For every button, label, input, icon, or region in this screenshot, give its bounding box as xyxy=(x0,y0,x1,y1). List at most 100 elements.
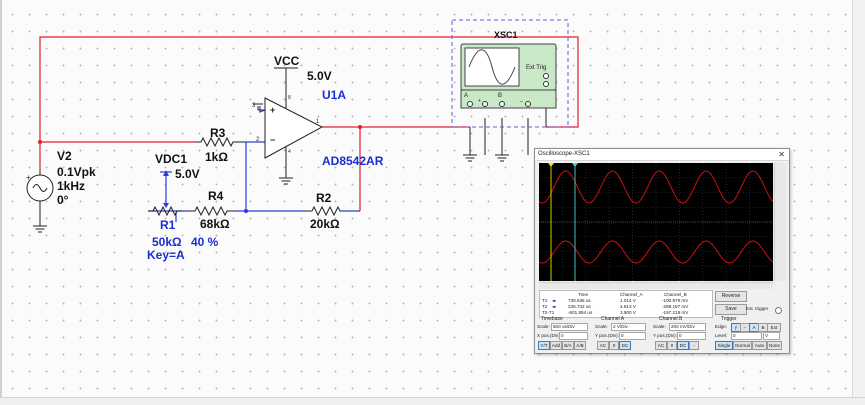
xsc1-a-plus: + xyxy=(478,98,481,104)
opamp-pin-8: 8 xyxy=(288,95,291,101)
vcc-label: VCC xyxy=(274,54,300,68)
screen-vertical-scrollbar[interactable] xyxy=(774,163,786,281)
trigger-level-label: Level: xyxy=(715,333,728,338)
opamp-pin-3: 3 xyxy=(252,103,256,109)
mode-ab-button[interactable]: A/B xyxy=(574,341,586,350)
channel-a-dc-button[interactable]: DC xyxy=(619,341,631,350)
opamp-ref: U1A xyxy=(322,88,347,102)
oscilloscope-traces xyxy=(538,163,774,281)
meas-row-label: T2-T1 xyxy=(542,310,555,315)
xsc1-oscilloscope-symbol[interactable] xyxy=(460,43,557,109)
opamp-pin-4: 4 xyxy=(288,149,291,155)
trigger-level-unit[interactable]: V xyxy=(763,332,780,340)
r1-ref: R1 xyxy=(160,218,176,232)
trigger-title: Trigger xyxy=(721,316,737,322)
channel-b-zero-button[interactable]: 0 xyxy=(667,341,677,350)
opamp-pin-1: 1 xyxy=(316,119,320,125)
ac-source-v2[interactable]: + xyxy=(26,173,54,202)
resistor-r3[interactable] xyxy=(196,136,246,148)
cursor-t1-arrows[interactable]: ◂▸ xyxy=(552,298,557,303)
resistor-r2[interactable] xyxy=(306,205,342,217)
opamp-minus-sign: − xyxy=(270,135,276,145)
v2-ref: V2 xyxy=(57,149,72,163)
meas-header-channel-b: Channel_B xyxy=(664,292,687,297)
timebase-scale-field[interactable]: 500 us/Div xyxy=(551,323,588,331)
v2-amplitude: 0.1Vpk xyxy=(57,165,96,179)
oscilloscope-title: Oscilloscope-XSC1 xyxy=(538,151,590,157)
channel-b-dc-button[interactable]: DC xyxy=(677,341,689,350)
meas-t1-a: 1.014 V xyxy=(620,298,636,303)
close-icon[interactable]: ✕ xyxy=(778,150,785,159)
xsc1-channel-b: B xyxy=(498,93,503,99)
opamp-pin-2: 2 xyxy=(256,137,260,143)
channel-b-minus-button[interactable]: - xyxy=(689,341,699,350)
channel-b-trace xyxy=(538,240,774,264)
vdc-arrow xyxy=(163,170,169,176)
meas-t1-time: 738.636 us xyxy=(568,298,591,303)
opamp-u1a[interactable] xyxy=(264,95,324,159)
save-button[interactable]: Save xyxy=(715,304,747,315)
trigger-edge-label: Edge: xyxy=(715,324,728,329)
reverse-button[interactable]: Reverse xyxy=(715,291,747,302)
trigger-normal-button[interactable]: Normal xyxy=(733,341,752,350)
r4-value: 68kΩ xyxy=(200,217,230,231)
timebase-title: Timebase xyxy=(541,316,563,322)
r1-setting: 40 % xyxy=(191,235,219,249)
cursor-t1-marker xyxy=(548,163,554,167)
opamp-model: AD8542AR xyxy=(322,154,384,168)
channel-b-ypos-field[interactable]: 0 xyxy=(677,332,706,340)
svg-text:+: + xyxy=(26,173,31,182)
cursor-t2-marker xyxy=(572,163,578,167)
channel-b-scale-label: Scale: xyxy=(653,324,666,329)
timebase-xpos-label: X pos.(Div): xyxy=(537,333,561,338)
mode-ba-button[interactable]: B/A xyxy=(562,341,574,350)
channel-b-title: Channel B xyxy=(659,316,683,322)
meas-delta-time: -501.894 us xyxy=(568,310,593,315)
r1-value: 50kΩ xyxy=(152,235,182,249)
vdc1-ref: VDC1 xyxy=(155,152,188,166)
r3-ref: R3 xyxy=(210,126,226,140)
channel-a-scale-field[interactable]: 2 V/Div xyxy=(611,323,646,331)
oscilloscope-window[interactable]: Oscilloscope-XSC1 ✕ Time Channel_A Chann… xyxy=(534,148,790,354)
potentiometer-r1[interactable] xyxy=(148,202,182,217)
meas-header-channel-a: Channel_A xyxy=(620,292,643,297)
mode-add-button[interactable]: Add xyxy=(550,341,562,350)
ext-trigger-radio[interactable] xyxy=(775,307,782,314)
xsc1-ref: XSC1 xyxy=(494,30,518,40)
screen-horizontal-scrollbar[interactable] xyxy=(539,282,773,289)
wire-top-loop[interactable] xyxy=(39,36,579,170)
channel-a-ac-button[interactable]: AC xyxy=(597,341,609,350)
meas-row-label: T1 xyxy=(542,298,548,303)
trigger-source-ext-button[interactable]: Ext xyxy=(767,323,781,332)
window-frame-left xyxy=(0,0,2,404)
mode-yt-button[interactable]: Y/T xyxy=(538,341,550,350)
horizontal-scrollbar[interactable] xyxy=(0,397,865,405)
trigger-single-button[interactable]: Single xyxy=(715,341,733,350)
measurement-table: Time Channel_A Channel_B T1 ◂▸ 738.636 u… xyxy=(539,290,713,318)
xsc1-channel-a: A xyxy=(464,93,469,99)
vertical-scrollbar[interactable] xyxy=(852,0,865,397)
ext-trigger-label: Ext. trigger xyxy=(746,306,769,311)
r1-key: Key=A xyxy=(147,248,185,262)
resistor-r4[interactable] xyxy=(188,205,236,217)
channel-b-ac-button[interactable]: AC xyxy=(655,341,667,350)
trigger-none-button[interactable]: None xyxy=(767,341,782,350)
trigger-auto-button[interactable]: Auto xyxy=(752,341,767,350)
channel-b-ypos-label: Y pos.(Div): xyxy=(653,333,677,338)
channel-a-zero-button[interactable]: 0 xyxy=(609,341,619,350)
trigger-level-field[interactable]: 0 xyxy=(731,332,762,340)
timebase-xpos-field[interactable]: 0 xyxy=(559,332,588,340)
cursor-t2-arrows[interactable]: ◂▸ xyxy=(552,304,557,309)
xsc1-selection-box[interactable] xyxy=(451,19,569,128)
junction-dots xyxy=(38,125,362,144)
r4-ref: R4 xyxy=(208,189,224,203)
v2-phase: 0° xyxy=(57,193,69,207)
r2-value: 20kΩ xyxy=(310,217,340,231)
meas-t2-time: 236.742 us xyxy=(568,304,591,309)
channel-a-ypos-field[interactable]: 0 xyxy=(619,332,646,340)
oscilloscope-title-bar[interactable]: Oscilloscope-XSC1 ✕ xyxy=(535,149,789,161)
channel-a-ypos-label: Y pos.(Div): xyxy=(595,333,619,338)
channel-b-scale-field[interactable]: 200 mV/Div xyxy=(669,323,706,331)
channel-a-title: Channel A xyxy=(601,316,625,322)
oscilloscope-screen[interactable] xyxy=(538,163,774,281)
